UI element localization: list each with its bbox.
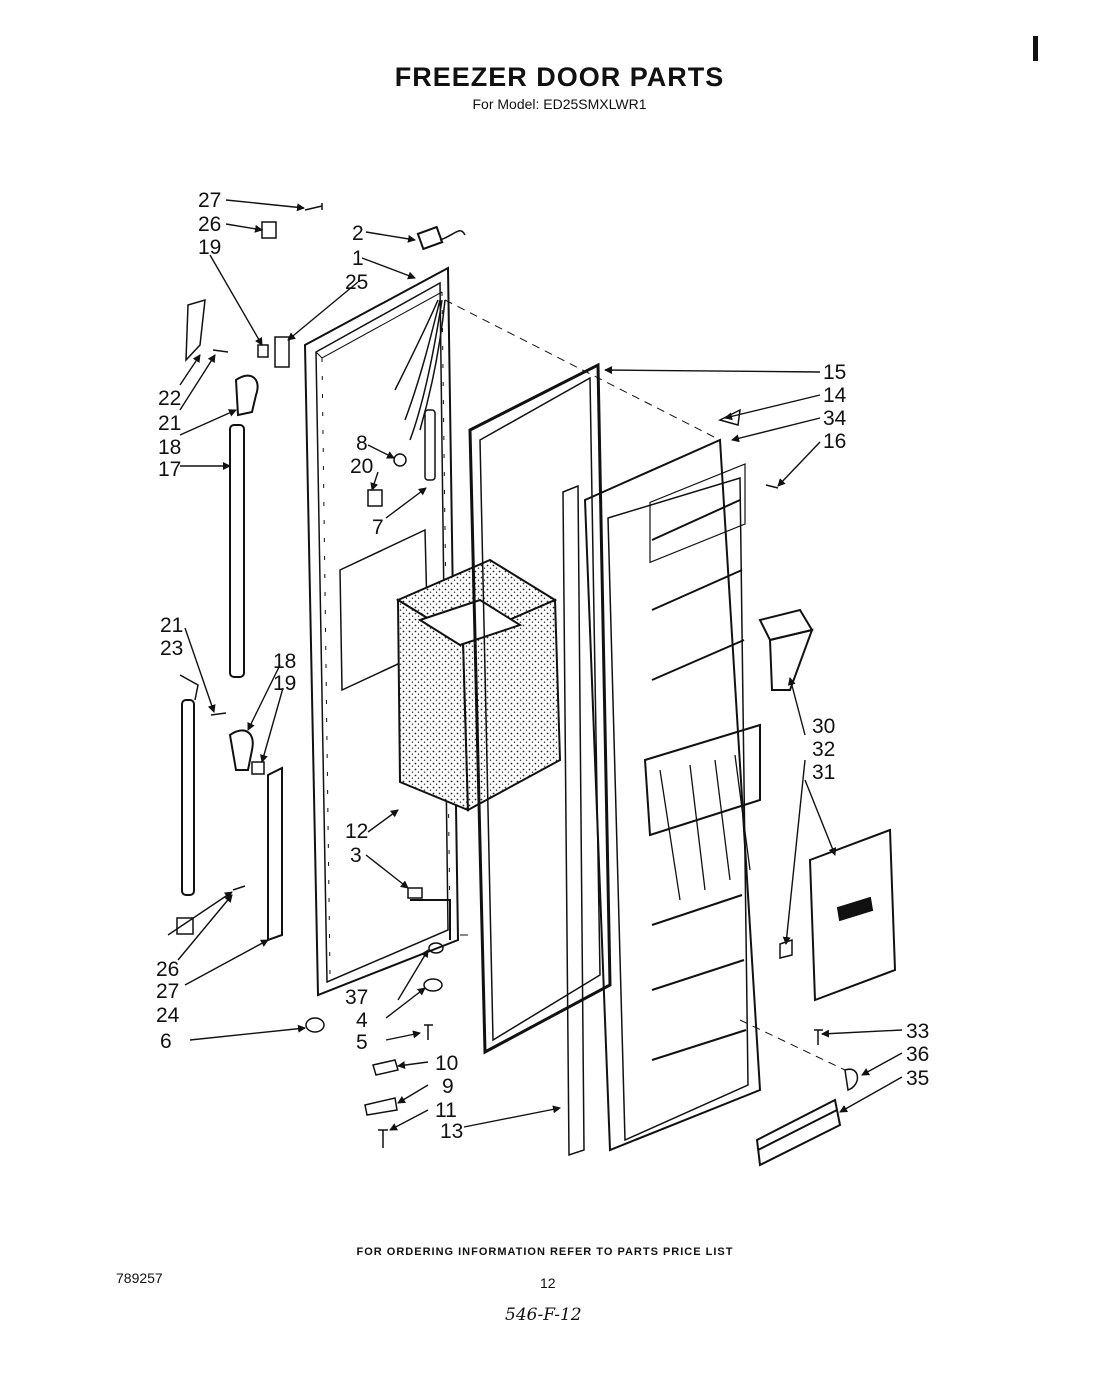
corner-registration-mark [1033, 36, 1038, 61]
outer-door-panel [303, 266, 460, 997]
callout-15: 15 [823, 361, 846, 384]
lower-handle-strip [181, 699, 195, 896]
page-title: FREEZER DOOR PARTS [394, 62, 725, 92]
callout-23: 23 [160, 637, 183, 660]
callout-19-top: 19 [198, 236, 221, 259]
callout-18-mid: 18 [273, 650, 296, 673]
callout-10: 10 [435, 1052, 458, 1075]
callout-14: 14 [823, 384, 847, 407]
callout-26-top: 26 [198, 213, 221, 236]
inner-door-liner [583, 438, 762, 1152]
callout-31: 31 [812, 761, 835, 784]
document-number: 789257 [116, 1270, 163, 1286]
model-subtitle: For Model: ED25SMXLWR1 [472, 96, 647, 112]
callout-3: 3 [350, 844, 362, 867]
callout-26-bottom: 26 [156, 958, 179, 981]
callout-37: 37 [345, 986, 368, 1009]
dispenser-cover [808, 828, 897, 1002]
callout-6: 6 [160, 1030, 172, 1053]
wiring-harness [394, 225, 466, 441]
ice-chute [758, 608, 814, 691]
handle-end-cap-upper [234, 374, 259, 417]
handle-mount-strip [267, 766, 283, 942]
callout-5: 5 [356, 1031, 368, 1054]
callout-22: 22 [158, 387, 181, 410]
door-gasket [468, 362, 612, 1055]
callout-36: 36 [906, 1043, 929, 1066]
callout-19-mid: 19 [273, 672, 296, 695]
callout-21-mid: 21 [160, 614, 183, 637]
callout-32: 32 [812, 738, 835, 761]
handwritten-code: 546-F-12 [505, 1305, 582, 1325]
callout-33: 33 [906, 1020, 929, 1043]
small-hardware [176, 203, 859, 1148]
callout-34: 34 [823, 407, 847, 430]
callout-9: 9 [442, 1075, 454, 1098]
callout-4: 4 [356, 1009, 368, 1032]
callout-27-top: 27 [198, 189, 221, 212]
callout-25: 25 [345, 271, 368, 294]
breaker-strip [562, 484, 585, 1157]
callout-1: 1 [352, 247, 364, 270]
callout-8: 8 [356, 432, 368, 455]
base-trim [755, 1098, 842, 1167]
callout-11: 11 [435, 1099, 457, 1122]
callout-35: 35 [906, 1067, 929, 1090]
ordering-note: FOR ORDERING INFORMATION REFER TO PARTS … [356, 1246, 734, 1258]
page-number: 12 [540, 1275, 556, 1291]
callout-20: 20 [350, 455, 373, 478]
callout-21-top: 21 [158, 412, 181, 435]
callout-17: 17 [158, 458, 181, 481]
callout-12: 12 [345, 820, 368, 843]
callout-labels: 27 26 19 2 1 25 22 21 18 17 8 20 7 15 14… [156, 189, 929, 1143]
callout-13: 13 [440, 1120, 463, 1143]
handle-end-cap-lower [228, 729, 254, 771]
callout-2: 2 [352, 222, 364, 245]
callout-16: 16 [823, 430, 846, 453]
callout-7: 7 [372, 516, 384, 539]
upper-handle-strip [229, 424, 245, 678]
callout-18-top: 18 [158, 436, 181, 459]
callout-24: 24 [156, 1004, 180, 1027]
callout-27-bottom: 27 [156, 980, 179, 1003]
callout-30: 30 [812, 715, 835, 738]
